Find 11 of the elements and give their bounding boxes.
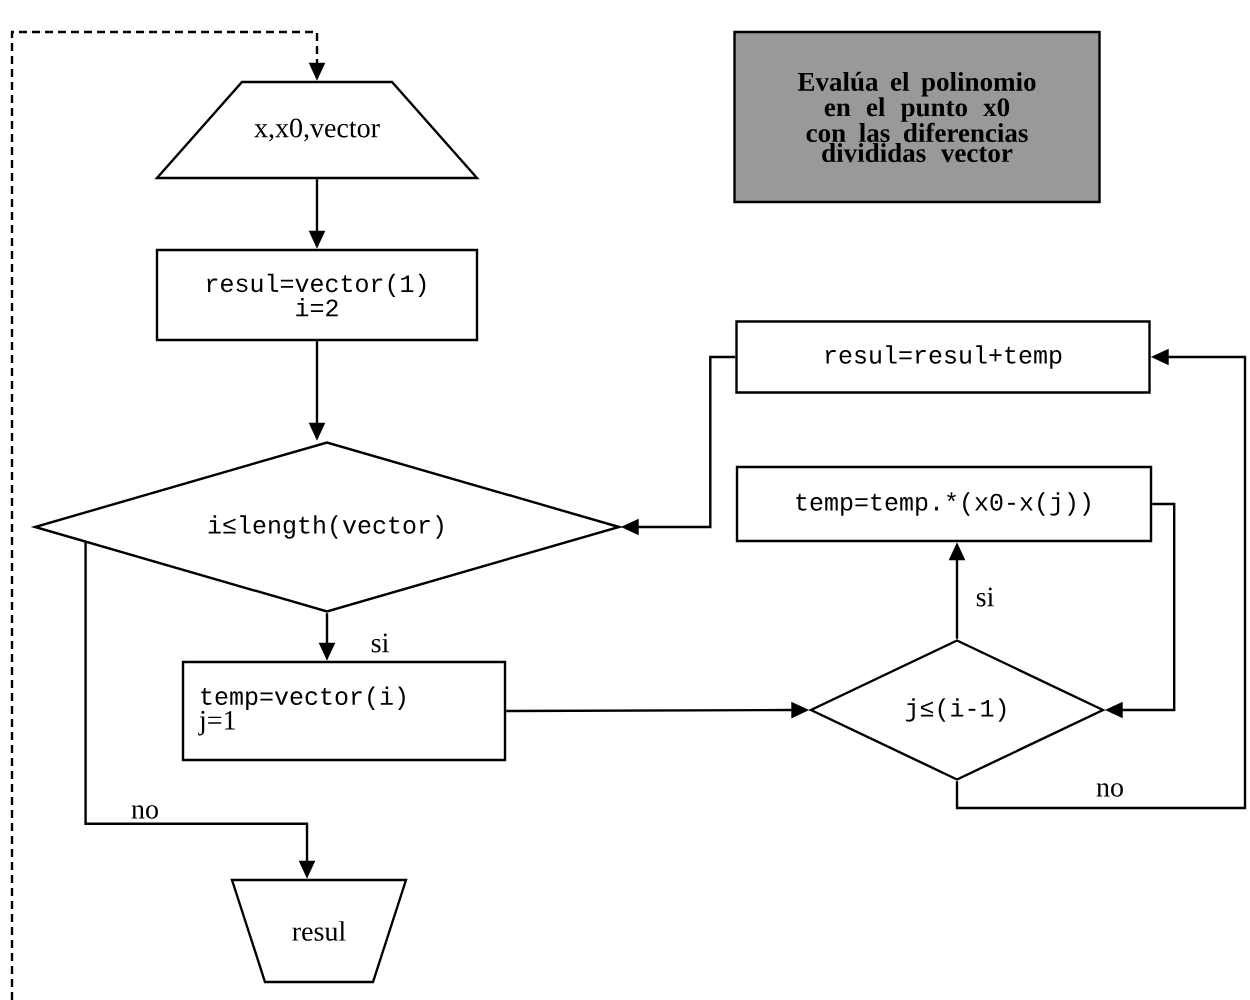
note-box: Evalúa el polinomio en el punto x0 con las diferencias divididas vector	[733, 30, 1101, 204]
edge-label: no	[1094, 781, 1126, 799]
arrow	[10, 30, 326, 1000]
process-box: temp=vector(i) j=1	[181, 660, 507, 762]
edge-label: si	[368, 631, 392, 655]
edge-label: si	[973, 585, 997, 609]
output-trapezoid: resul	[230, 878, 408, 984]
process-box: resul=resul+temp	[735, 320, 1151, 394]
edge-label: no	[129, 803, 161, 821]
process-box: resul=vector(1) i=2	[155, 248, 479, 342]
process-box: temp=temp.*(x0-x(j))	[735, 465, 1153, 543]
